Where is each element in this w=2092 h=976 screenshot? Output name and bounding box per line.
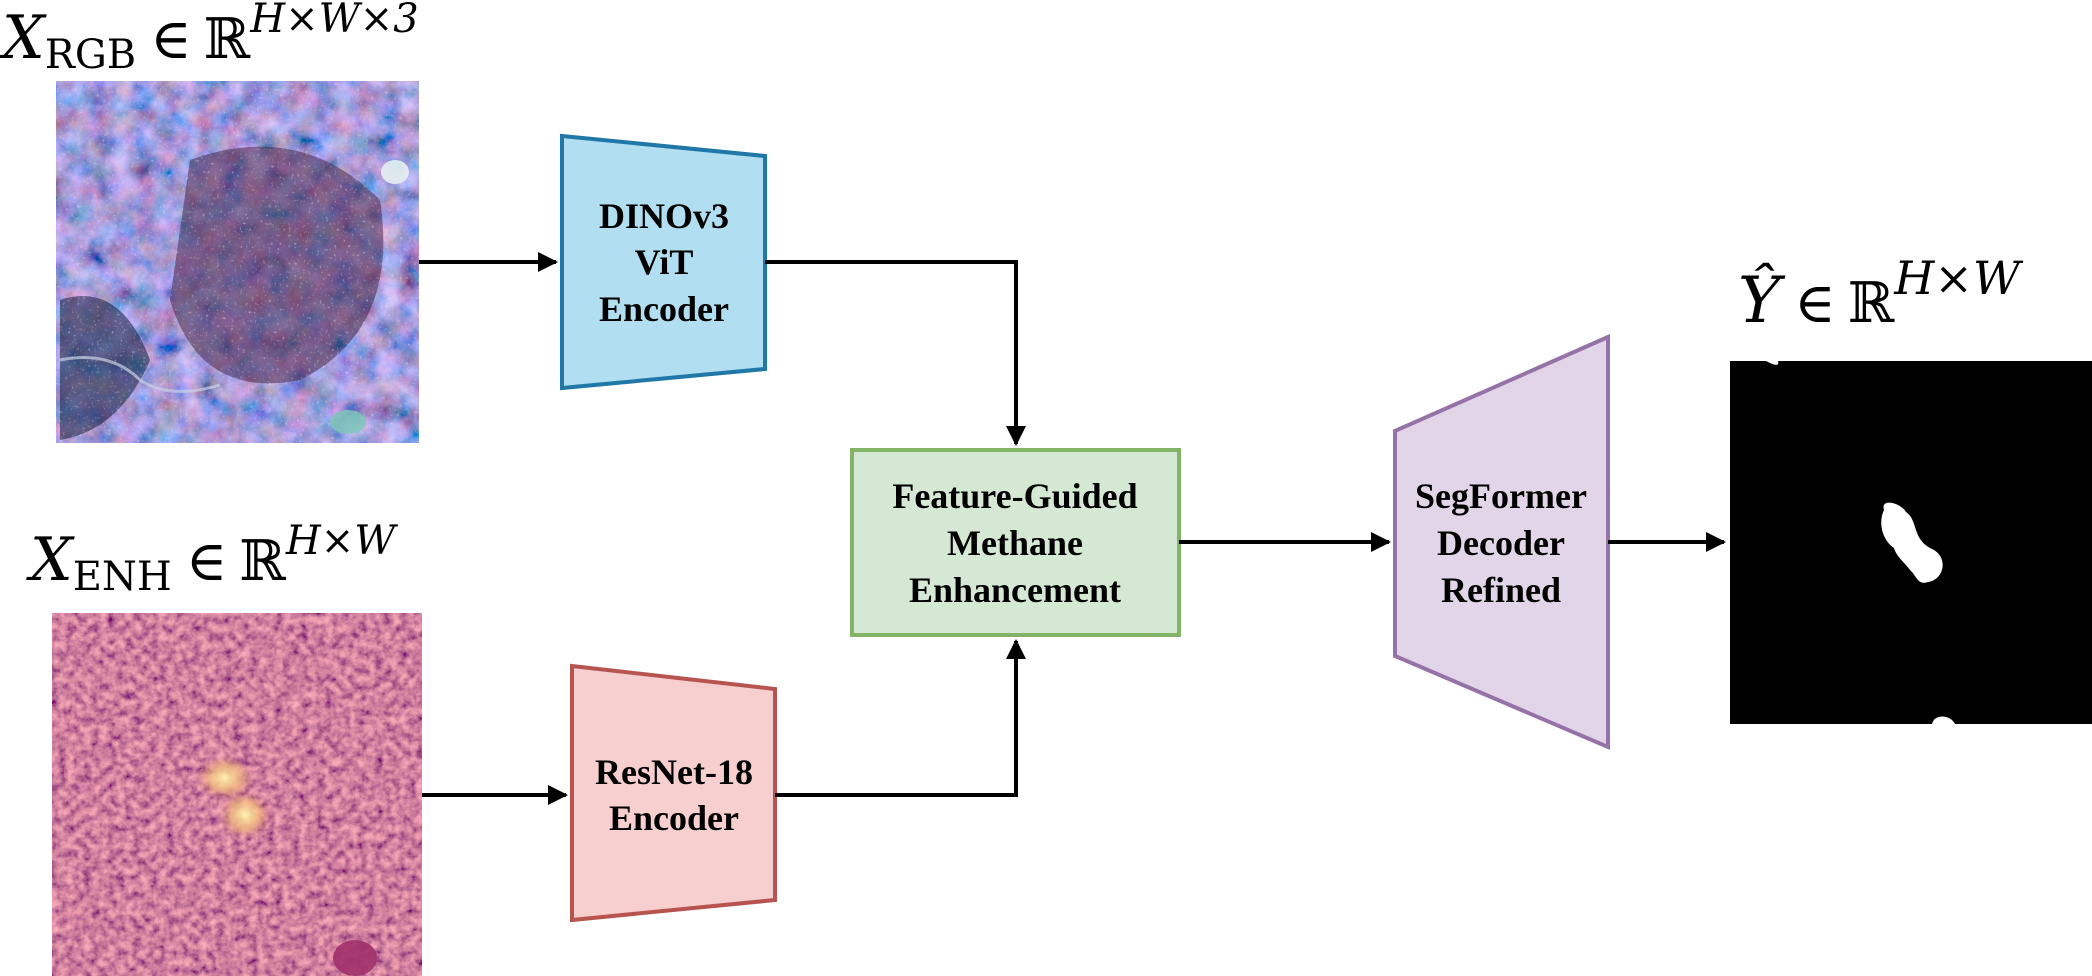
decoder-line-2: Decoder bbox=[1437, 523, 1565, 563]
svg-text:XENH∈ℝH×W: XENH ∈ℝH×W bbox=[26, 518, 398, 600]
output-space: ℝ bbox=[1848, 271, 1896, 336]
fusion-line-1: Feature-Guided bbox=[892, 476, 1137, 516]
enh-subscript: ENH bbox=[73, 554, 172, 600]
dino-vit-encoder: DINOv3 ViT Encoder bbox=[560, 133, 767, 391]
resnet-line-2: Encoder bbox=[609, 798, 739, 838]
rgb-space: ℝ bbox=[204, 7, 252, 72]
dino-line-3: Encoder bbox=[599, 289, 729, 329]
enh-space: ℝ bbox=[239, 529, 287, 594]
output-relation: ∈ bbox=[1794, 271, 1835, 336]
rgb-input-image bbox=[56, 81, 419, 443]
rgb-symbol: X bbox=[0, 3, 47, 73]
edge-resnet-to-fusion bbox=[775, 639, 1026, 797]
rgb-superscript: H×W×3 bbox=[249, 0, 418, 42]
decoder-line-1: SegFormer bbox=[1415, 476, 1587, 516]
enh-symbol: X bbox=[26, 525, 75, 595]
output-superscript: H×W bbox=[1893, 251, 2024, 305]
edge-dino-to-fusion bbox=[765, 260, 1026, 446]
fusion-line-3: Enhancement bbox=[909, 570, 1121, 610]
resnet-18-encoder: ResNet-18 Encoder bbox=[570, 663, 777, 923]
enh-input-image bbox=[52, 613, 422, 976]
dino-line-1: DINOv3 bbox=[599, 196, 729, 236]
svg-text:XRGB∈ℝH×W×3: XRGB ∈ℝH×W×3 bbox=[0, 0, 419, 78]
enh-superscript: H×W bbox=[285, 518, 398, 564]
enh-input-label: XENH ∈ℝH×W bbox=[26, 518, 398, 600]
output-mask-image bbox=[1730, 361, 2092, 724]
fusion-line-2: Methane bbox=[947, 523, 1083, 563]
rgb-input-label: XRGB ∈ℝH×W×3 bbox=[0, 0, 419, 78]
resnet-line-1: ResNet-18 bbox=[595, 752, 753, 792]
output-symbol: Ŷ bbox=[1738, 262, 1786, 338]
segformer-decoder: SegFormer Decoder Refined bbox=[1393, 333, 1610, 751]
decoder-line-3: Refined bbox=[1441, 570, 1561, 610]
rgb-relation: ∈ bbox=[150, 7, 191, 72]
svg-text:Ŷ∈ℝH×W: Ŷ∈ℝH×W bbox=[1738, 251, 2024, 338]
output-label: Ŷ∈ℝH×W bbox=[1738, 251, 2024, 338]
dino-line-2: ViT bbox=[635, 242, 694, 282]
enh-relation: ∈ bbox=[186, 529, 227, 594]
rgb-subscript: RGB bbox=[45, 32, 136, 78]
feature-guided-methane-enhancement: Feature-Guided Methane Enhancement bbox=[850, 448, 1181, 637]
